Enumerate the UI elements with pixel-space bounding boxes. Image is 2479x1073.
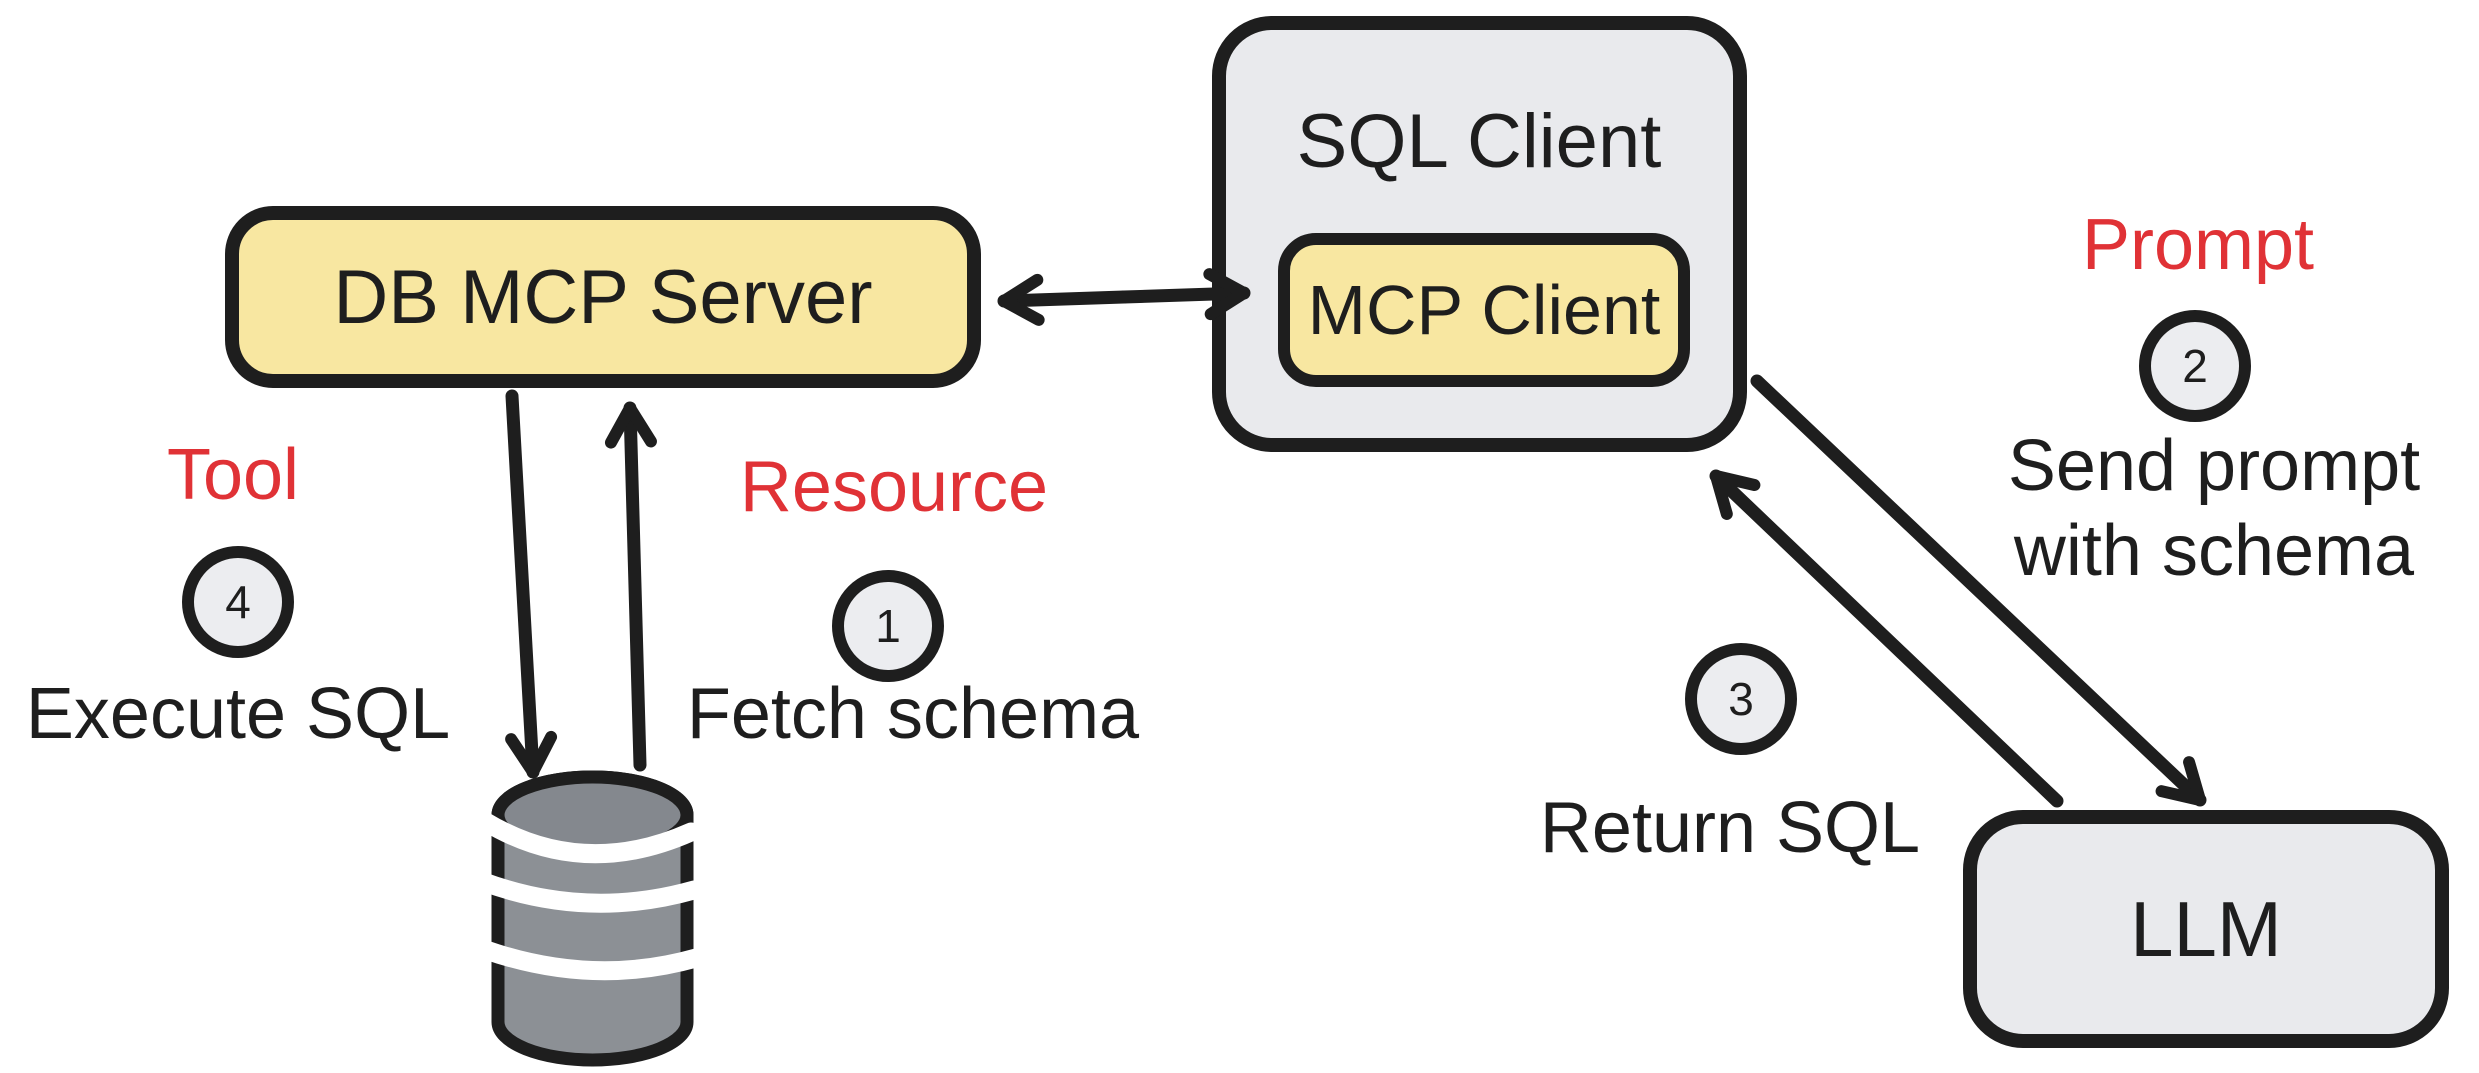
prompt-category-label: Prompt: [2081, 205, 2315, 285]
send-prompt-line-1: Send prompt: [2007, 426, 2421, 506]
send-prompt-label: Send prompt with schema: [1934, 424, 2479, 594]
step-3-number: 3: [1728, 673, 1754, 725]
sql-client-label: SQL Client: [1296, 99, 1662, 184]
llm-label: LLM: [2130, 884, 2282, 973]
step-badge-4: 4: [182, 546, 294, 658]
step-badge-2: 2: [2139, 310, 2251, 422]
execute-sql-label: Execute SQL: [25, 674, 451, 754]
node-llm: LLM: [1963, 810, 2449, 1048]
fetch-schema-label: Fetch schema: [686, 674, 1140, 754]
arrow-fetch-schema-up: [604, 401, 657, 772]
node-mcp-client: MCP Client: [1278, 233, 1690, 387]
step-1-number: 1: [875, 600, 901, 652]
step-badge-1: 1: [832, 570, 944, 682]
step-2-number: 2: [2182, 340, 2208, 392]
step-4-number: 4: [225, 576, 251, 628]
arrow-mcp-link-left: [997, 273, 1131, 326]
send-prompt-line-2: with schema: [2013, 511, 2415, 591]
node-db-mcp-server: DB MCP Server: [225, 206, 981, 388]
arrow-execute-sql-down: [505, 389, 558, 779]
tool-category-label: Tool: [166, 435, 300, 515]
mcp-client-label: MCP Client: [1307, 271, 1661, 349]
db-mcp-server-label: DB MCP Server: [333, 254, 873, 340]
return-sql-label: Return SQL: [1539, 788, 1921, 868]
resource-category-label: Resource: [739, 447, 1049, 527]
database-icon: [478, 770, 706, 1067]
step-badge-3: 3: [1685, 643, 1797, 755]
